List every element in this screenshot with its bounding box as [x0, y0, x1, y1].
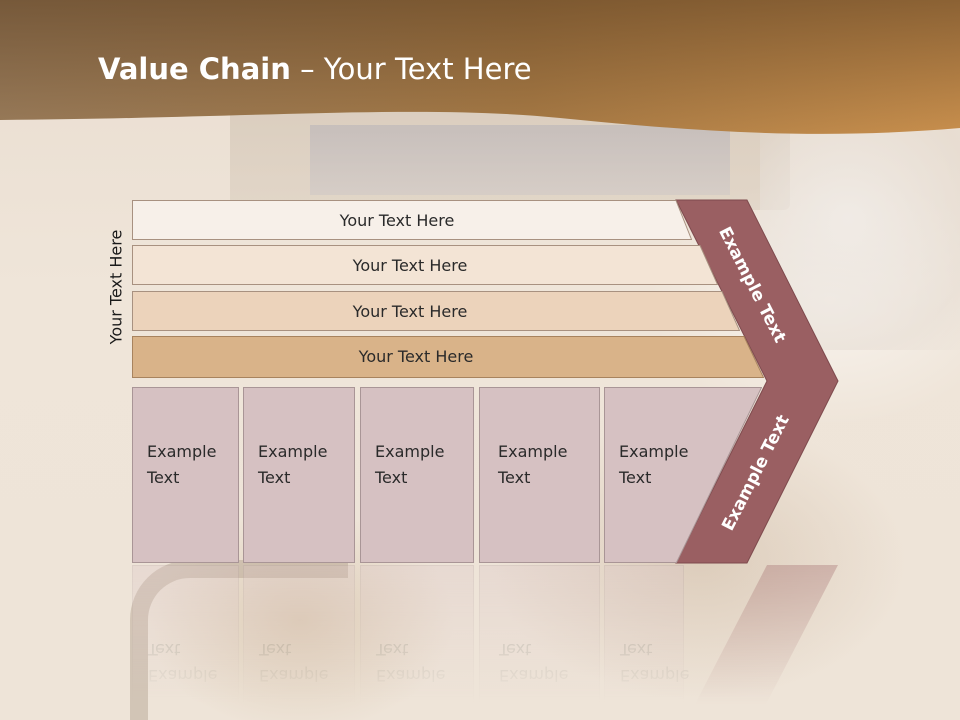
- background-screen: [310, 125, 730, 195]
- background-chair: [130, 560, 348, 720]
- row-1-label: Your Text Here: [339, 210, 455, 230]
- background-arm: [760, 130, 960, 350]
- side-label: Your Text Here: [106, 229, 126, 345]
- activity-box-3-line2: Text: [375, 468, 408, 487]
- activity-box-4-shape: [479, 387, 600, 563]
- row-4[interactable]: Your Text Here: [132, 336, 764, 378]
- row-2[interactable]: Your Text Here: [132, 245, 718, 285]
- activity-box-4-line1: Example: [498, 442, 568, 461]
- header-band: Value Chain – Your Text Here: [0, 0, 960, 150]
- header-wave: [0, 0, 960, 134]
- activity-box-4-line2: Text: [498, 468, 531, 487]
- row-1[interactable]: Your Text Here: [132, 200, 692, 240]
- row-2-label: Your Text Here: [352, 255, 468, 275]
- activity-box-1-shape: [132, 387, 239, 563]
- activity-box-5-line2: Text: [619, 468, 652, 487]
- activity-box-2-line2: Text: [258, 468, 291, 487]
- slide-title-bold: Value Chain: [98, 52, 291, 86]
- activity-box-3-line1: Example: [375, 442, 445, 461]
- activity-box-5-line1: Example: [619, 442, 689, 461]
- slide-title: Value Chain – Your Text Here: [98, 52, 532, 86]
- activity-box-1-line1: Example: [147, 442, 217, 461]
- activity-box-3-shape: [360, 387, 474, 563]
- row-3[interactable]: Your Text Here: [132, 291, 740, 331]
- activity-box-2-line1: Example: [258, 442, 328, 461]
- activity-box-2-shape: [243, 387, 355, 563]
- row-3-label: Your Text Here: [352, 301, 468, 321]
- activity-box-1-line2: Text: [147, 468, 180, 487]
- slide-title-rest: – Your Text Here: [290, 52, 532, 86]
- row-4-label: Your Text Here: [358, 346, 474, 366]
